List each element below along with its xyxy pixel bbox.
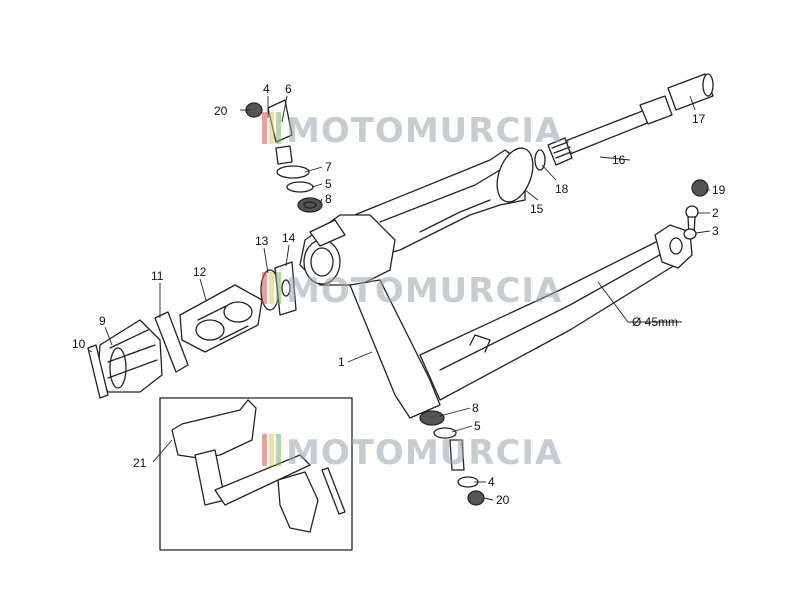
lower-bearing-stack bbox=[419, 410, 485, 506]
watermark-bottom: MOTOMURCIA bbox=[262, 433, 562, 473]
sleeve-17 bbox=[667, 73, 714, 111]
callout-6: 6 bbox=[285, 82, 292, 96]
callout-11: 11 bbox=[151, 269, 164, 283]
callout-13: 13 bbox=[255, 234, 269, 248]
callout-2: 2 bbox=[712, 206, 719, 220]
dimension-label: Ø 45mm bbox=[632, 315, 678, 329]
drive-shaft-16 bbox=[547, 95, 673, 166]
callout-10: 10 bbox=[72, 337, 86, 351]
universal-joint-12 bbox=[179, 284, 263, 353]
callout-18: 18 bbox=[555, 182, 569, 196]
callouts: 1 2 3 4 4 5 5 6 7 8 8 9 10 11 12 13 14 1… bbox=[72, 82, 726, 507]
callout-20-upper: 20 bbox=[214, 104, 228, 118]
clamp-ring-11 bbox=[154, 311, 189, 373]
callout-20-lower: 20 bbox=[496, 493, 510, 507]
clamp-10 bbox=[87, 344, 109, 399]
washer-3 bbox=[683, 228, 697, 240]
watermark-text-bottom: MOTOMURCIA bbox=[286, 433, 562, 473]
housing-gasket-15 bbox=[496, 147, 534, 203]
watermark-middle: MOTOMURCIA bbox=[262, 271, 562, 311]
snap-ring-18 bbox=[534, 149, 546, 171]
callout-17: 17 bbox=[692, 112, 706, 126]
callout-4-upper: 4 bbox=[263, 82, 270, 96]
watermark-top: MOTOMURCIA bbox=[262, 111, 562, 151]
inset-box-21 bbox=[159, 397, 353, 551]
callout-1: 1 bbox=[338, 355, 345, 369]
callout-14: 14 bbox=[282, 231, 296, 245]
leader-lines bbox=[87, 95, 711, 501]
callout-19: 19 bbox=[712, 183, 726, 197]
swing-arm bbox=[299, 149, 693, 419]
callout-7: 7 bbox=[325, 160, 332, 174]
callout-4-lower: 4 bbox=[488, 475, 495, 489]
callout-15: 15 bbox=[530, 202, 544, 216]
callout-5-lower: 5 bbox=[474, 419, 481, 433]
callout-8-lower: 8 bbox=[472, 401, 479, 415]
callout-12: 12 bbox=[193, 265, 207, 279]
callout-9: 9 bbox=[99, 314, 106, 328]
callout-21: 21 bbox=[133, 456, 147, 470]
rubber-boot-9 bbox=[97, 319, 163, 393]
callout-5-upper: 5 bbox=[325, 177, 332, 191]
watermark-text-middle: MOTOMURCIA bbox=[286, 271, 562, 311]
cap-19 bbox=[691, 179, 709, 197]
callout-16: 16 bbox=[612, 153, 626, 167]
callout-3: 3 bbox=[712, 224, 719, 238]
callout-8-upper: 8 bbox=[325, 192, 332, 206]
watermark-text-top: MOTOMURCIA bbox=[286, 111, 562, 151]
